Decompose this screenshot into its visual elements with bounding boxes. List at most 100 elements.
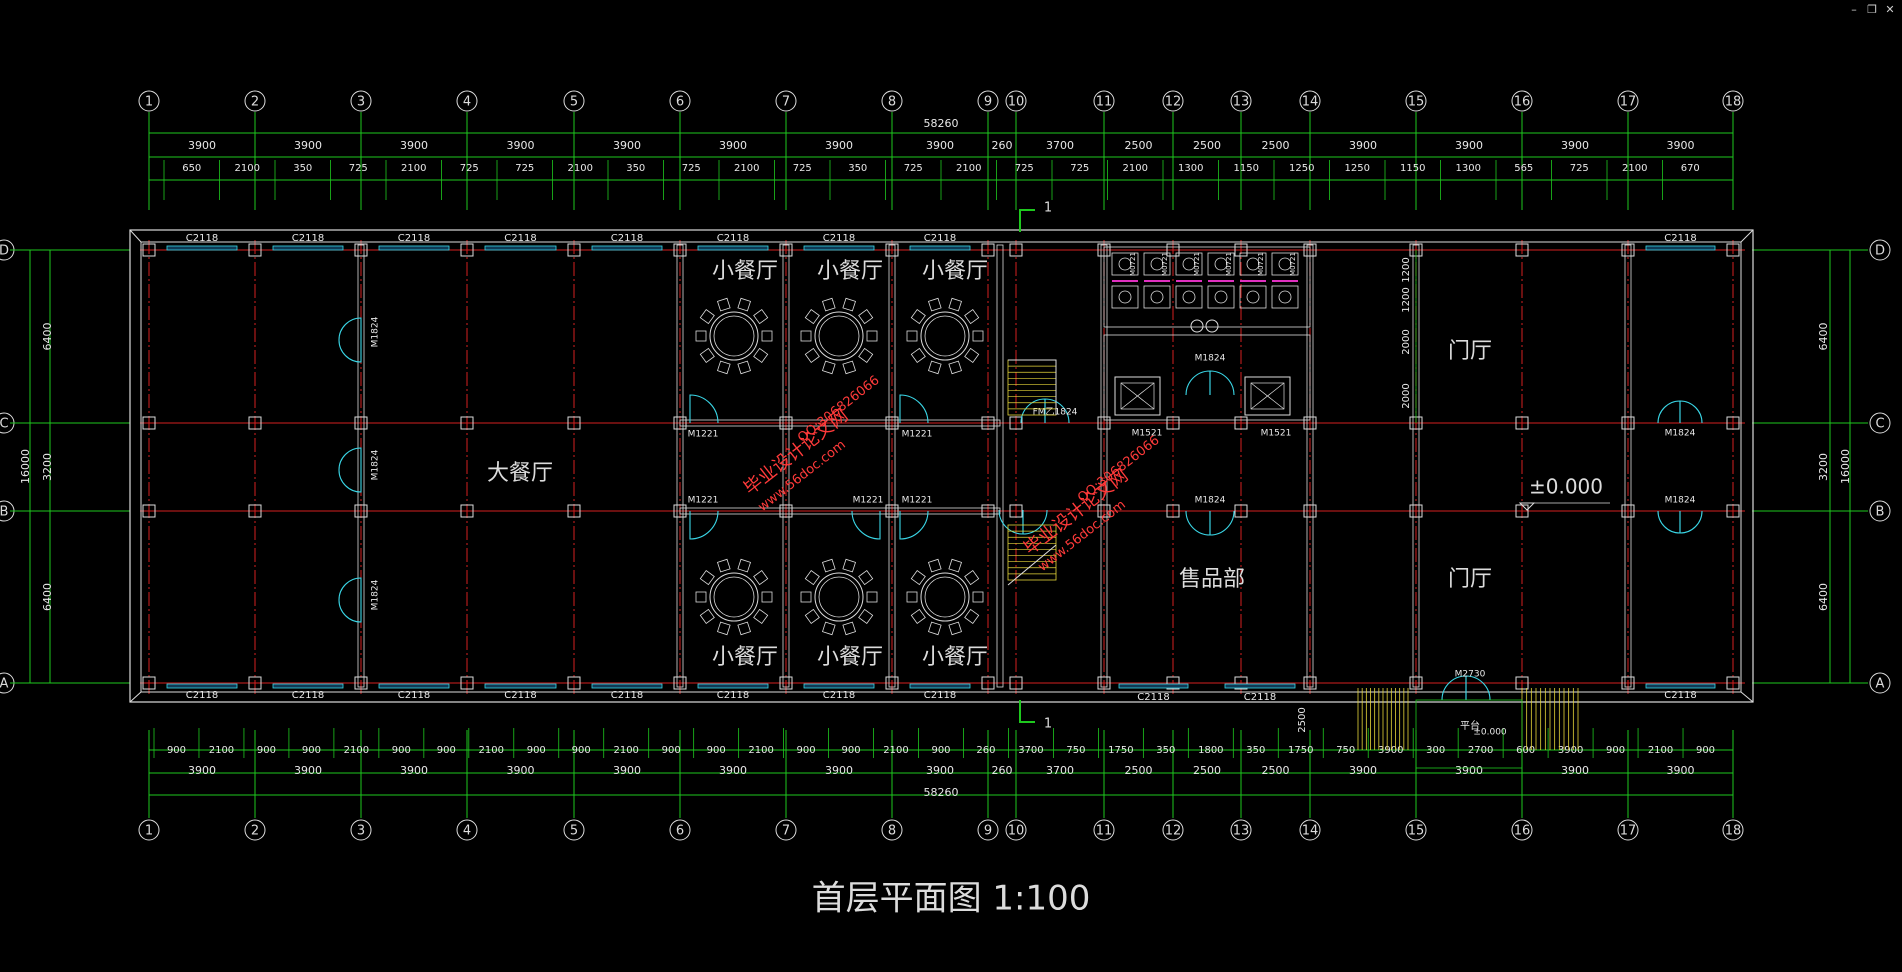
dim-text: 2100: [1648, 745, 1673, 756]
toilet-stall: [1175, 252, 1203, 276]
dim-text: 900: [662, 745, 681, 756]
elevator-x: [1250, 382, 1285, 410]
axis-bubble: [1005, 90, 1027, 112]
axis-letter: C: [1875, 417, 1884, 432]
elevator-car: [1250, 382, 1285, 410]
dim-text: 1200: [1401, 257, 1412, 282]
chair: [737, 360, 752, 375]
column: [779, 504, 793, 518]
axis-number: 14: [1302, 95, 1319, 110]
chair: [804, 347, 820, 363]
dim-text: 900: [707, 745, 726, 756]
axis-number: 5: [570, 824, 578, 839]
toilet: [1118, 257, 1132, 271]
elevator-shaft: [1114, 376, 1161, 416]
axis-bubble: [138, 90, 160, 112]
axis-letter: C: [0, 417, 9, 432]
chair: [800, 330, 812, 342]
dim-text: 1150: [1234, 163, 1259, 174]
door-tag: M0721: [1225, 252, 1233, 276]
column: [1621, 416, 1635, 430]
chair: [699, 608, 715, 624]
column: [1303, 676, 1317, 690]
axis-number: 12: [1165, 824, 1182, 839]
dim-text: 2100: [479, 745, 504, 756]
axis-number: 15: [1408, 95, 1425, 110]
door-swing: [338, 317, 362, 341]
corner: [129, 691, 142, 703]
axis-bubble: [1617, 819, 1639, 841]
table-top: [818, 315, 860, 357]
platform: [1415, 699, 1523, 769]
window: [1118, 683, 1189, 689]
column: [1166, 676, 1180, 690]
column: [567, 416, 581, 430]
window-tag: C2118: [1137, 692, 1169, 703]
corner: [1740, 229, 1754, 243]
window-tag: C2118: [504, 233, 536, 244]
column: [354, 243, 368, 257]
dim-text: 725: [460, 163, 479, 174]
minimize-icon[interactable]: –: [1851, 3, 1857, 16]
column: [1621, 676, 1635, 690]
column: [567, 243, 581, 257]
dim-text: 900: [931, 745, 950, 756]
door-swing: [338, 447, 362, 471]
axis-bubble: [669, 90, 691, 112]
column: [885, 504, 899, 518]
stair-rail: [1007, 544, 1057, 586]
dim-text: 750: [1336, 745, 1355, 756]
dim-text: 3900: [825, 764, 853, 777]
door-tag: M0721: [1129, 252, 1137, 276]
door-swing: [338, 339, 362, 363]
table-top: [924, 315, 966, 357]
window: [272, 683, 344, 689]
dim-text: 565: [1514, 163, 1533, 174]
dim-text: 2500: [1125, 764, 1153, 777]
axis-number: 1: [145, 824, 153, 839]
door-tag: M1521: [1132, 429, 1163, 439]
restore-icon[interactable]: ❐: [1867, 3, 1877, 16]
toilet: [1214, 290, 1228, 304]
column: [1097, 504, 1111, 518]
column: [981, 676, 995, 690]
toilet-stall: [1239, 285, 1267, 309]
dim-text: 1300: [1456, 163, 1481, 174]
dim-text: 350: [626, 163, 645, 174]
axis-number: 17: [1620, 95, 1637, 110]
dim-text: 725: [793, 163, 812, 174]
door-swing: [338, 577, 362, 601]
dim-text: 900: [1606, 745, 1625, 756]
chair: [699, 347, 715, 363]
dim-text: 900: [302, 745, 321, 756]
dim-text: 2500: [1297, 707, 1308, 732]
door-tag: M1824: [1665, 496, 1696, 506]
chair: [821, 621, 836, 636]
door-swing: [1657, 510, 1681, 534]
chair: [927, 360, 942, 375]
window-tag: C2118: [1664, 690, 1696, 701]
chair: [716, 621, 731, 636]
axis-number: 7: [782, 824, 790, 839]
chair: [858, 608, 874, 624]
dim-text: 2100: [748, 745, 773, 756]
column: [1009, 676, 1023, 690]
axis-number: 8: [888, 824, 896, 839]
window: [484, 683, 557, 689]
dim-text: 16000: [1839, 449, 1852, 484]
axis-number: 18: [1725, 95, 1742, 110]
dim-text: 1250: [1345, 163, 1370, 174]
axis-number: 4: [463, 95, 471, 110]
chair: [858, 309, 874, 325]
axis-bubble: [244, 90, 266, 112]
chair: [761, 330, 773, 342]
chair: [964, 309, 980, 325]
axis-number: 4: [463, 824, 471, 839]
section-mark: [1019, 209, 1035, 232]
dim-text: 58260: [924, 117, 959, 130]
close-icon[interactable]: ✕: [1885, 3, 1895, 16]
sink: [1190, 319, 1204, 333]
window: [697, 245, 769, 251]
